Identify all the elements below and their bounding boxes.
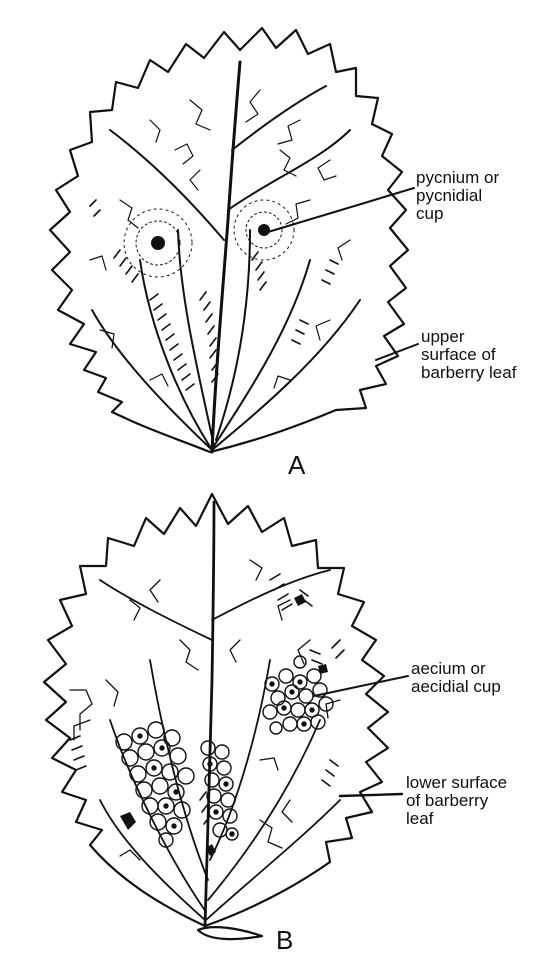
leaf-b-lower-surface	[44, 494, 408, 939]
label-upper-surface: upper surface of barberry leaf	[421, 328, 551, 382]
label-aecium: aecium or aecidial cup	[411, 660, 551, 696]
label-pycnium: pycnium or pycnidial cup	[416, 169, 536, 223]
panel-letter-b: B	[276, 925, 293, 956]
leaf-b-petiole	[198, 927, 262, 939]
leader-aecium	[314, 676, 408, 696]
pycnium-spot-left	[124, 209, 192, 277]
panel-letter-a: A	[288, 450, 305, 481]
leaf-b-shading	[70, 574, 344, 824]
leaf-a-upper-surface	[50, 28, 418, 452]
pycnium-spot-right	[234, 200, 294, 260]
leaf-b-outline	[44, 494, 388, 926]
label-lower-surface: lower surface of barberry leaf	[406, 774, 546, 828]
leaf-a-midrib	[212, 62, 240, 452]
leaf-a-veins	[92, 86, 360, 450]
leader-lower-surface	[340, 794, 402, 796]
leaf-b-midrib	[205, 502, 214, 926]
leaf-a-outline	[50, 28, 408, 452]
